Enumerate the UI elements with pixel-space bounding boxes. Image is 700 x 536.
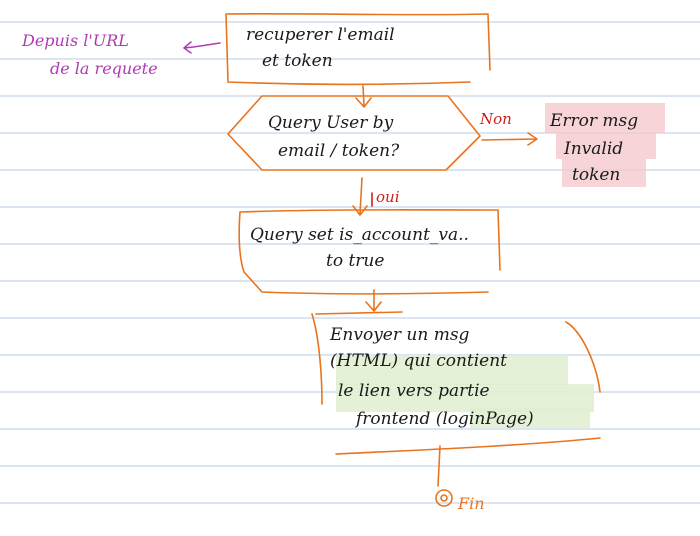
error-line-1: Error msg [549,111,638,131]
send-line-2: (HTML) qui contient [330,351,507,371]
error-line-3: token [572,165,620,185]
error-line-2: Invalid [563,139,623,159]
fetch-box [225,12,491,86]
error-highlight [545,103,665,187]
branch-yes: oui [352,177,400,216]
source-arrow-icon [182,41,221,54]
arrow-send-to-end [437,445,441,487]
fetch-line-1: recuperer l'email [246,25,395,45]
step-end: Fin [435,489,485,513]
branch-yes-label: oui [376,188,400,206]
query-diamond [227,95,481,171]
arrow-query-to-update [352,177,368,216]
branch-no-label: Non [479,110,512,128]
source-label-line-1: Depuis l'URL [21,31,129,50]
update-line-1: Query set is_account_va.. [250,225,469,245]
arrow-to-error-icon [481,132,538,146]
source-label-line-2: de la requete [50,59,158,78]
end-label: Fin [457,494,485,513]
send-line-4: frontend (loginPage) [354,409,534,429]
fetch-line-2: et token [262,51,333,71]
step-error: Error msg Invalid token [549,111,638,185]
step-send: Envoyer un msg (HTML) qui contient le li… [311,311,601,455]
send-highlight [336,355,594,428]
source-annotation: Depuis l'URL de la requete [21,31,221,78]
end-circle-icon [435,489,453,507]
send-box [311,311,601,455]
step-fetch: recuperer l'email et token [225,12,491,86]
send-line-3: le lien vers partie [338,381,490,401]
query-line-2: email / token? [278,141,400,161]
step-update: Query set is_account_va.. to true [238,209,501,295]
update-line-2: to true [326,251,384,271]
update-box [238,209,501,295]
branch-no: Non [479,110,538,146]
send-line-1: Envoyer un msg [329,325,470,345]
step-query-decision: Query User by email / token? [227,95,481,171]
query-line-1: Query User by [268,113,394,133]
arrow-update-to-send [365,289,382,312]
